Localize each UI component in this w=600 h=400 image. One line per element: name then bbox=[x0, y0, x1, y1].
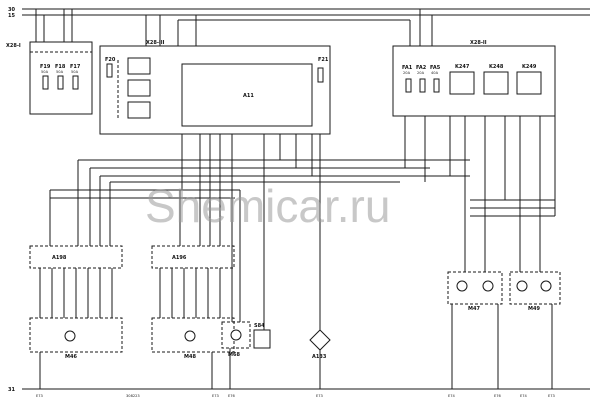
motor-m68-symbol bbox=[230, 329, 242, 341]
relay-a bbox=[127, 57, 151, 75]
interconnect-wires bbox=[50, 116, 556, 330]
module-a198-label: A198 bbox=[52, 255, 67, 261]
x28-iii-block: X28-III F20 A11 F21 bbox=[99, 40, 331, 135]
fuse-fa5-label: FA5 bbox=[430, 65, 441, 71]
motor-m48-label: M48 bbox=[184, 354, 196, 360]
fuse-f18-rating: 50A bbox=[56, 70, 64, 74]
fuse-fa1-label: FA1 bbox=[402, 65, 413, 71]
motor-m49b-symbol bbox=[540, 280, 552, 292]
fuse-f21-label: F21 bbox=[318, 57, 329, 63]
fuse-f18 bbox=[57, 75, 64, 90]
rail-31-label: 31 bbox=[8, 387, 15, 393]
ground-label: E73 bbox=[548, 394, 555, 398]
x28-ii-relay-box: X28-II FA1 20A FA2 20A FA5 40A K247 K248… bbox=[392, 40, 556, 117]
relay-k248-label: K248 bbox=[489, 64, 504, 70]
fuse-fa5 bbox=[433, 78, 440, 93]
m68-s84-assembly: M68 S84 bbox=[221, 190, 271, 389]
module-a11 bbox=[181, 63, 313, 127]
fuse-f19 bbox=[42, 75, 49, 90]
fuse-f18-label: F18 bbox=[55, 64, 66, 70]
ground-label: E73 bbox=[36, 394, 43, 398]
fuse-fa1-rating: 20A bbox=[403, 71, 411, 75]
fuse-f17-label: F17 bbox=[70, 64, 81, 70]
fuse-fa2-label: FA2 bbox=[416, 65, 427, 71]
rail-30-label: 30 bbox=[8, 7, 15, 13]
x28-i-fuse-box: X28-I F19 50A F18 50A F17 50A bbox=[6, 41, 93, 115]
fuse-fa1 bbox=[405, 78, 412, 93]
module-a133 bbox=[309, 329, 331, 351]
watermark: Shemicar.ru bbox=[145, 180, 390, 232]
ground-label: E76 bbox=[228, 394, 236, 398]
rail-15-label: 15 bbox=[8, 13, 15, 19]
fuse-f17-rating: 50A bbox=[71, 70, 79, 74]
motor-m47a-symbol bbox=[456, 280, 468, 292]
relay-c bbox=[127, 101, 151, 119]
fuse-f17 bbox=[72, 75, 79, 90]
ground-label: 308223 bbox=[126, 394, 140, 398]
relay-k247 bbox=[449, 71, 475, 95]
rail-feeds bbox=[35, 9, 433, 46]
ground-label: E74 bbox=[520, 394, 528, 398]
m47-assembly: M47 bbox=[447, 260, 503, 389]
fuse-f20 bbox=[106, 63, 113, 78]
power-rails: 30 15 31 bbox=[8, 7, 590, 393]
motor-m46-symbol bbox=[64, 330, 76, 342]
motor-m46-label: M46 bbox=[65, 354, 77, 360]
motor-m47-label: M47 bbox=[468, 306, 480, 312]
x28-i-label: X28-I bbox=[6, 43, 21, 49]
fuse-fa2-rating: 20A bbox=[417, 71, 425, 75]
fuse-f20-label: F20 bbox=[105, 57, 116, 63]
ground-label: E76 bbox=[494, 394, 502, 398]
module-a133-label: A133 bbox=[312, 354, 327, 360]
motor-m48-symbol bbox=[184, 330, 196, 342]
motor-m49-label: M49 bbox=[528, 306, 540, 312]
ground-label: E73 bbox=[212, 394, 219, 398]
fuse-f21 bbox=[317, 67, 324, 83]
switch-s84 bbox=[253, 329, 271, 349]
ground-label: E74 bbox=[448, 394, 456, 398]
ground-label: E73 bbox=[316, 394, 323, 398]
relay-k247-label: K247 bbox=[455, 64, 470, 70]
ground-labels: E73 308223 E73 E76 E73 E74 E76 E74 E73 bbox=[36, 394, 555, 398]
fuse-fa5-rating: 40A bbox=[431, 71, 439, 75]
x28-ii-label: X28-II bbox=[470, 40, 487, 46]
motor-m47b-symbol bbox=[482, 280, 494, 292]
a133-assembly: A133 bbox=[309, 329, 331, 389]
fuse-f19-rating: 50A bbox=[41, 70, 49, 74]
switch-s84-label: S84 bbox=[254, 323, 265, 329]
motor-m68-label: M68 bbox=[228, 352, 240, 358]
relay-k249 bbox=[516, 71, 542, 95]
relay-b bbox=[127, 79, 151, 97]
a198-m46-assembly: A198 M46 bbox=[29, 160, 123, 389]
fuse-fa2 bbox=[419, 78, 426, 93]
relay-k248 bbox=[483, 71, 509, 95]
module-a11-label: A11 bbox=[243, 93, 254, 99]
a196-m48-assembly: A196 M48 bbox=[151, 160, 235, 389]
module-a196-label: A196 bbox=[172, 255, 187, 261]
m49-assembly: M49 bbox=[509, 260, 561, 389]
fuse-f19-label: F19 bbox=[40, 64, 51, 70]
x28-iii-label: X28-III bbox=[146, 40, 165, 46]
relay-k249-label: K249 bbox=[522, 64, 537, 70]
motor-m49a-symbol bbox=[516, 280, 528, 292]
